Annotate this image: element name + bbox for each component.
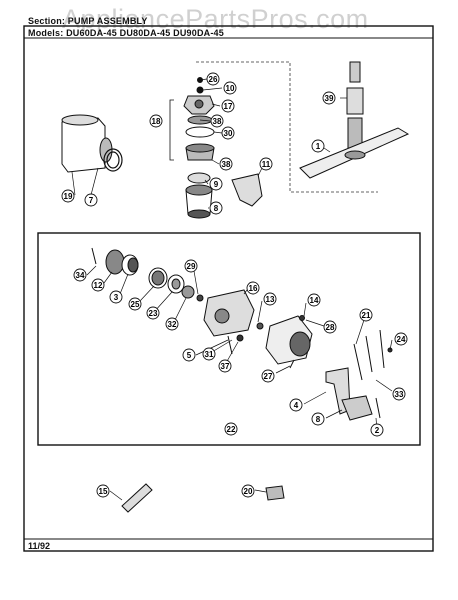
callout-labels: 26 10 17 38 30 18 38 9 8 11 19 7 1 39 34… [64,75,406,496]
sump-inlet-part [61,114,113,173]
label-38-lower: 38 [222,160,231,169]
page-frame [23,25,434,552]
clamp-part [103,148,123,172]
label-16: 16 [249,284,258,293]
label-12: 12 [94,281,103,290]
label-31: 31 [205,350,214,359]
label-14: 14 [310,296,319,305]
label-24: 24 [397,335,406,344]
label-38: 38 [213,117,222,126]
label-4: 4 [294,401,299,410]
label-11: 11 [262,160,271,169]
label-3: 3 [114,293,119,302]
label-21: 21 [362,311,371,320]
watermark: AppliancePartsPros.com [62,4,369,34]
label-23: 23 [149,309,158,318]
label-26: 26 [209,75,218,84]
label-10: 10 [226,84,235,93]
spray-arm-part [299,61,410,179]
label-7: 7 [89,196,94,205]
pump-assembly-box [37,232,421,446]
bracket-18 [169,99,174,161]
label-5: 5 [187,351,192,360]
label-18: 18 [152,117,161,126]
label-13: 13 [266,295,275,304]
label-9: 9 [214,180,219,189]
leader-lines [71,78,393,501]
label-1: 1 [316,142,321,151]
revision-date: 11/92 [28,541,51,551]
label-28: 28 [326,323,335,332]
label-20: 20 [244,487,253,496]
label-15: 15 [99,487,108,496]
label-37: 37 [221,362,230,371]
label-17: 17 [224,102,233,111]
label-19: 19 [64,192,73,201]
impeller-stack [183,77,215,219]
loose-parts [121,483,285,513]
label-2: 2 [375,426,380,435]
label-29: 29 [187,262,196,271]
label-8-upper: 8 [214,204,219,213]
label-30: 30 [224,129,233,138]
label-39: 39 [325,94,334,103]
label-8-lower: 8 [316,415,321,424]
label-33: 33 [395,390,404,399]
label-27: 27 [264,372,273,381]
label-25: 25 [131,300,140,309]
label-32: 32 [168,320,177,329]
deflector-part [231,173,263,207]
callout-circles [61,72,408,498]
section-title: Section: PUMP ASSEMBLY [28,16,148,26]
pump-parts-lower [91,247,393,421]
label-22: 22 [227,425,236,434]
label-34: 34 [76,271,85,280]
models-line: Models: DU60DA-45 DU80DA-45 DU90DA-45 [28,28,224,38]
dashed-group-outline [196,61,378,193]
